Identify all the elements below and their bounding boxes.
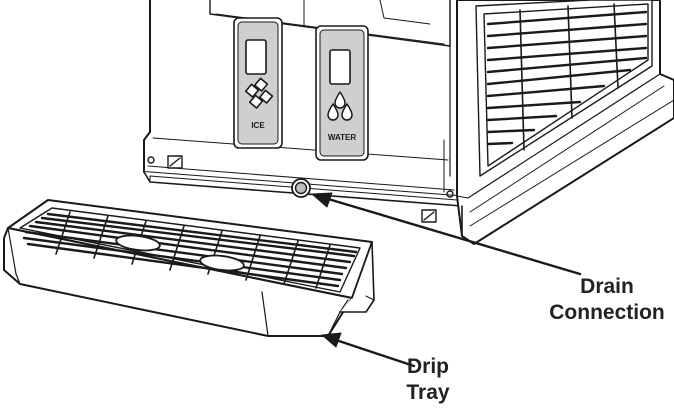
water-display-window: [329, 49, 351, 85]
screw-left: [147, 156, 155, 164]
foot-slot-left: [167, 155, 183, 169]
drip-callout-arrow: [321, 332, 416, 368]
drip-label-line1: Drip: [407, 355, 449, 378]
ice-panel-label: ICE: [251, 121, 265, 130]
water-panel-label: WATER: [328, 133, 357, 142]
drip-tray: [3, 199, 375, 337]
drain-label-line2: Connection: [549, 301, 665, 324]
drain-connection-label: Drain Connection: [540, 274, 674, 326]
dispenser-unit: ICE WATER: [143, 0, 674, 245]
water-panel: WATER: [315, 25, 369, 161]
grate-opening-right: [199, 254, 245, 272]
drain-connection-port: [291, 178, 311, 198]
water-drops-icon: [327, 91, 353, 121]
drain-callout-arrow: [311, 192, 582, 276]
drain-label-line1: Drain: [580, 275, 634, 298]
ice-display-window: [245, 39, 267, 75]
foot-slot-right: [421, 209, 437, 223]
drip-label-line2: Tray: [406, 381, 450, 404]
ice-panel: ICE: [233, 17, 283, 149]
side-grille: [475, 0, 653, 177]
grate-opening-left: [115, 234, 161, 252]
drip-tray-label: Drip Tray: [380, 354, 476, 406]
screw-right: [446, 190, 454, 198]
ice-cubes-icon: [244, 77, 274, 109]
